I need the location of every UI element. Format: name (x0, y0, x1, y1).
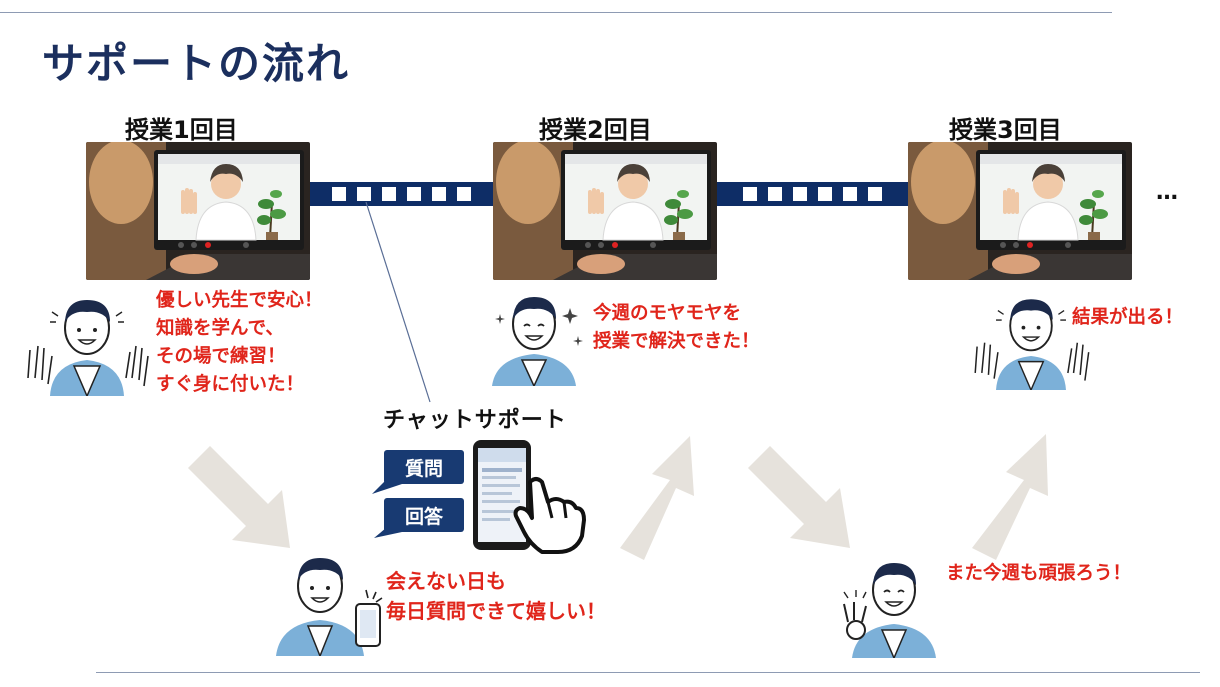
top-rule (0, 12, 1112, 13)
arrow-icon (188, 434, 1048, 560)
lesson-2-label: 授業2回目 (539, 116, 652, 144)
comment-line: 結果が出る！ (1072, 307, 1184, 328)
comment-line: 毎日質問できて嬉しい！ (386, 599, 606, 623)
connector-1-2 (310, 182, 493, 206)
smartphone-hand-icon (473, 440, 586, 554)
again-comment: また今週も頑張ろう！ (946, 560, 1131, 588)
lesson-3-label: 授業3回目 (949, 116, 1062, 144)
video-call-image (86, 142, 310, 280)
person-waving-icon (974, 299, 1090, 390)
connector-2-3 (717, 182, 908, 206)
chat-day-comment: 会えない日も 毎日質問できて嬉しい！ (386, 566, 606, 626)
leader-line (365, 201, 431, 403)
video-call-image (493, 142, 717, 280)
comment-line: その場で練習！ (156, 346, 286, 367)
comment-line: 今週のモヤモヤを (593, 303, 742, 324)
person-waving-icon (27, 300, 149, 396)
lesson-2-comment: 今週のモヤモヤを 授業で解決できた！ (593, 300, 760, 356)
page-title: サポートの流れ (42, 39, 351, 88)
person-smiling-icon (492, 297, 583, 386)
chat-support-title: チャットサポート (383, 408, 567, 433)
lesson-3-photo (908, 142, 1132, 280)
bottom-rule (96, 672, 1200, 673)
video-call-image (908, 142, 1132, 280)
lesson-1-photo (86, 142, 310, 280)
person-phone-icon (276, 558, 383, 656)
continuation-ellipsis: … (1156, 180, 1178, 205)
lesson-1-label: 授業1回目 (125, 116, 238, 144)
comment-line: すぐ身に付いた！ (156, 374, 305, 395)
lesson-1-comment: 優しい先生で安心！ 知識を学んで、 その場で練習！ すぐ身に付いた！ (156, 287, 323, 399)
answer-bubble: 回答 (384, 498, 464, 532)
lesson-2-photo (493, 142, 717, 280)
comment-line: 優しい先生で安心！ (156, 290, 323, 311)
comment-line: 知識を学んで、 (156, 318, 284, 339)
question-bubble: 質問 (384, 450, 464, 484)
comment-line: また今週も頑張ろう！ (946, 563, 1132, 584)
person-ok-sign-icon (843, 563, 936, 658)
lesson-3-comment: 結果が出る！ (1072, 304, 1183, 332)
comment-line: 会えない日も (386, 569, 506, 593)
comment-line: 授業で解決できた！ (593, 331, 760, 352)
